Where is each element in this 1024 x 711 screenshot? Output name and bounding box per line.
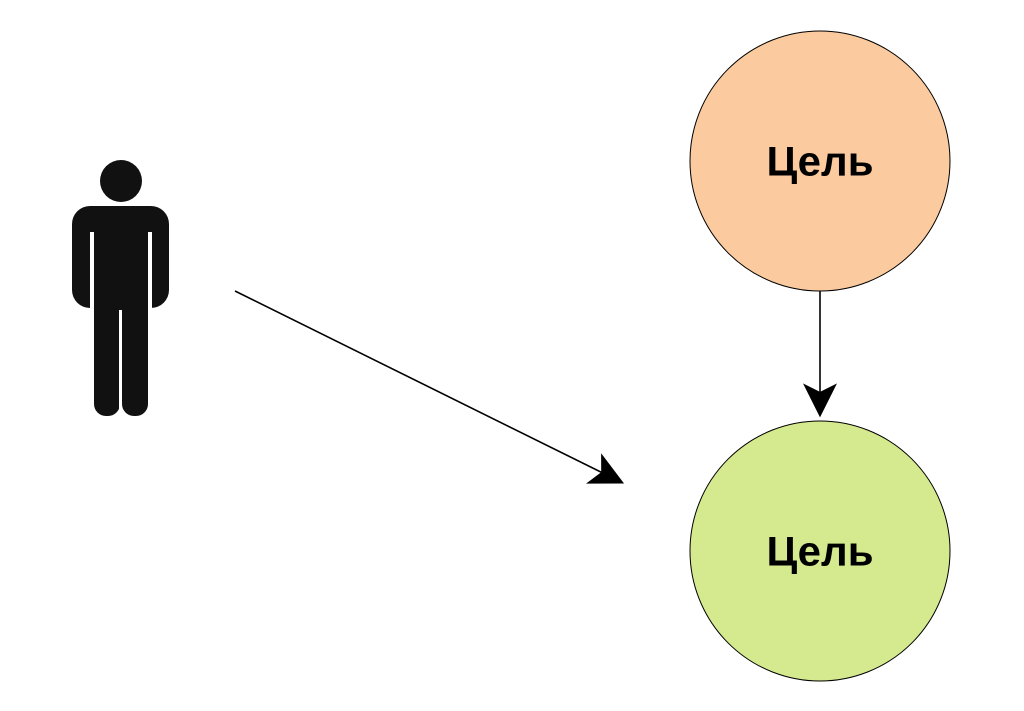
top-goal-node: Цель [689, 30, 951, 292]
top-goal-label: Цель [766, 138, 873, 185]
bottom-goal-label: Цель [766, 528, 873, 575]
person-arm-gaps [90, 232, 152, 416]
top-goal-circle [689, 30, 951, 292]
bottom-goal-circle [689, 420, 951, 682]
person-to-goal-arrow [234, 290, 625, 484]
bottom-goal-node: Цель [689, 420, 951, 682]
person-icon [72, 160, 169, 416]
